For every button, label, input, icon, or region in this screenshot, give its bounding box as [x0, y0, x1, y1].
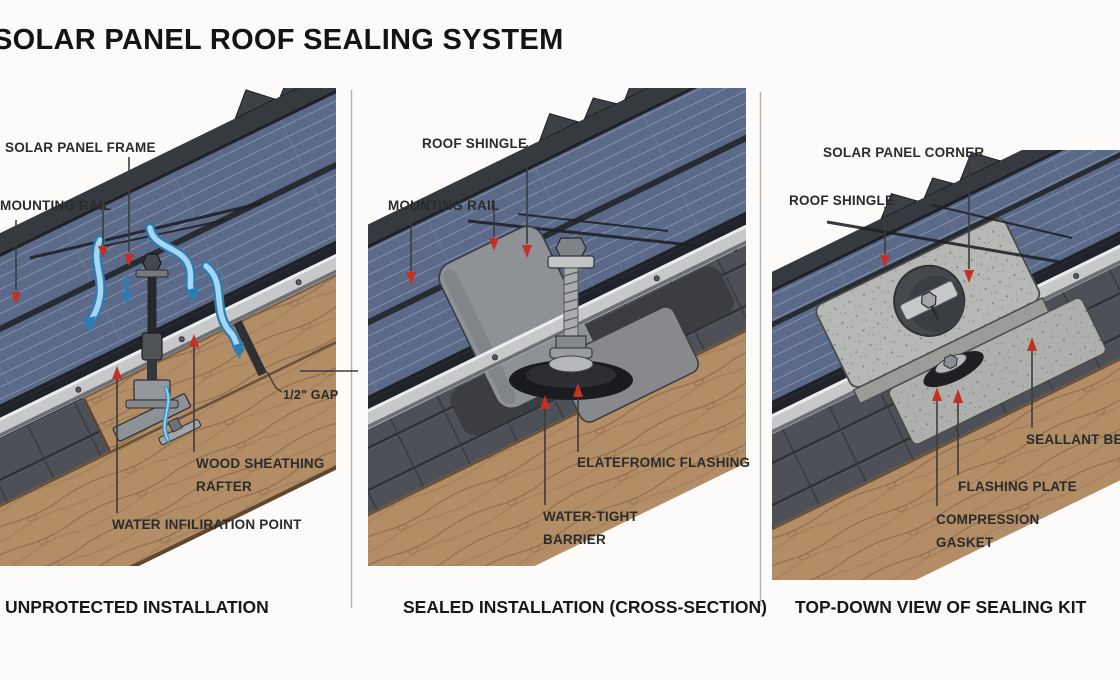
- label-solar-panel-corner: SOLAR PANEL CORNER: [823, 145, 985, 160]
- cross-rails: [826, 204, 1073, 264]
- half-inch-gap: [233, 320, 267, 377]
- illustration-sealed-installation: [368, 88, 746, 566]
- wood-rafter: [772, 197, 1120, 580]
- mount-bolt-assembly: [112, 253, 202, 446]
- water-flow-icon: [83, 223, 244, 443]
- mounting-rail: [0, 100, 336, 556]
- roof-assembly: [772, 150, 1120, 580]
- label-roof-shingle: ROOF SHINGLE: [422, 136, 528, 151]
- ridge-shingles: [0, 88, 336, 407]
- label-elastomeric-flashing: ELATEFROMIC FLASHING: [577, 455, 751, 470]
- label-mounting-rail: MOUNTING RAIL: [388, 198, 500, 213]
- caption-top-down-view: TOP-DOWN VIEW OF SEALING KIT: [795, 597, 1087, 617]
- label-water-infiltration-point: WATER INFILIRATION POINT: [112, 517, 302, 532]
- caption-sealed-installation: SEALED INSTALLATION (CROSS-SECTION): [403, 597, 767, 617]
- bolt-head: [555, 237, 587, 259]
- illustration-sealing-kit-top-view: [772, 150, 1120, 580]
- label-water-tight-barrier: WATER-TIGHT BARRIER: [543, 509, 638, 547]
- wood-rafter: [0, 171, 336, 566]
- sealed-bolt-assembly: [509, 237, 633, 400]
- label-compression-gasket: COMPRESSION GASKET: [936, 512, 1040, 550]
- panel-frame-edge: [0, 93, 336, 540]
- compression-gasket: [923, 351, 984, 388]
- label-roof-shingle: ROOF SHINGLE: [789, 193, 895, 208]
- label-solar-panel-frame: SOLAR PANEL FRAME: [5, 140, 156, 155]
- label-wood-sheathing-rafter: WOOD SHEATHING RAFTER: [196, 456, 325, 494]
- ridge-shingles: [772, 150, 1120, 443]
- ridge-shingles: [368, 88, 746, 401]
- caption-unprotected-installation: UNPROTECTED INSTALLATION: [5, 597, 269, 617]
- bolt-head: [142, 253, 162, 272]
- flashing-plate: [815, 217, 1050, 405]
- label-sealant-bead: SEALLANT BEAD: [1026, 432, 1120, 447]
- cross-rails: [467, 213, 738, 252]
- label-flashing-plate: FLASHING PLATE: [958, 479, 1077, 494]
- illustration-unprotected-installation: [0, 88, 336, 566]
- clamp-bolt-head: [920, 291, 937, 309]
- label-half-inch-gap: 1/2" GAP: [283, 388, 339, 402]
- label-mounting-rail: MOUNTING RAIL: [0, 198, 112, 213]
- page-title: SOLAR PANEL ROOF SEALING SYSTEM: [0, 24, 564, 56]
- bolt-threads: [563, 271, 579, 331]
